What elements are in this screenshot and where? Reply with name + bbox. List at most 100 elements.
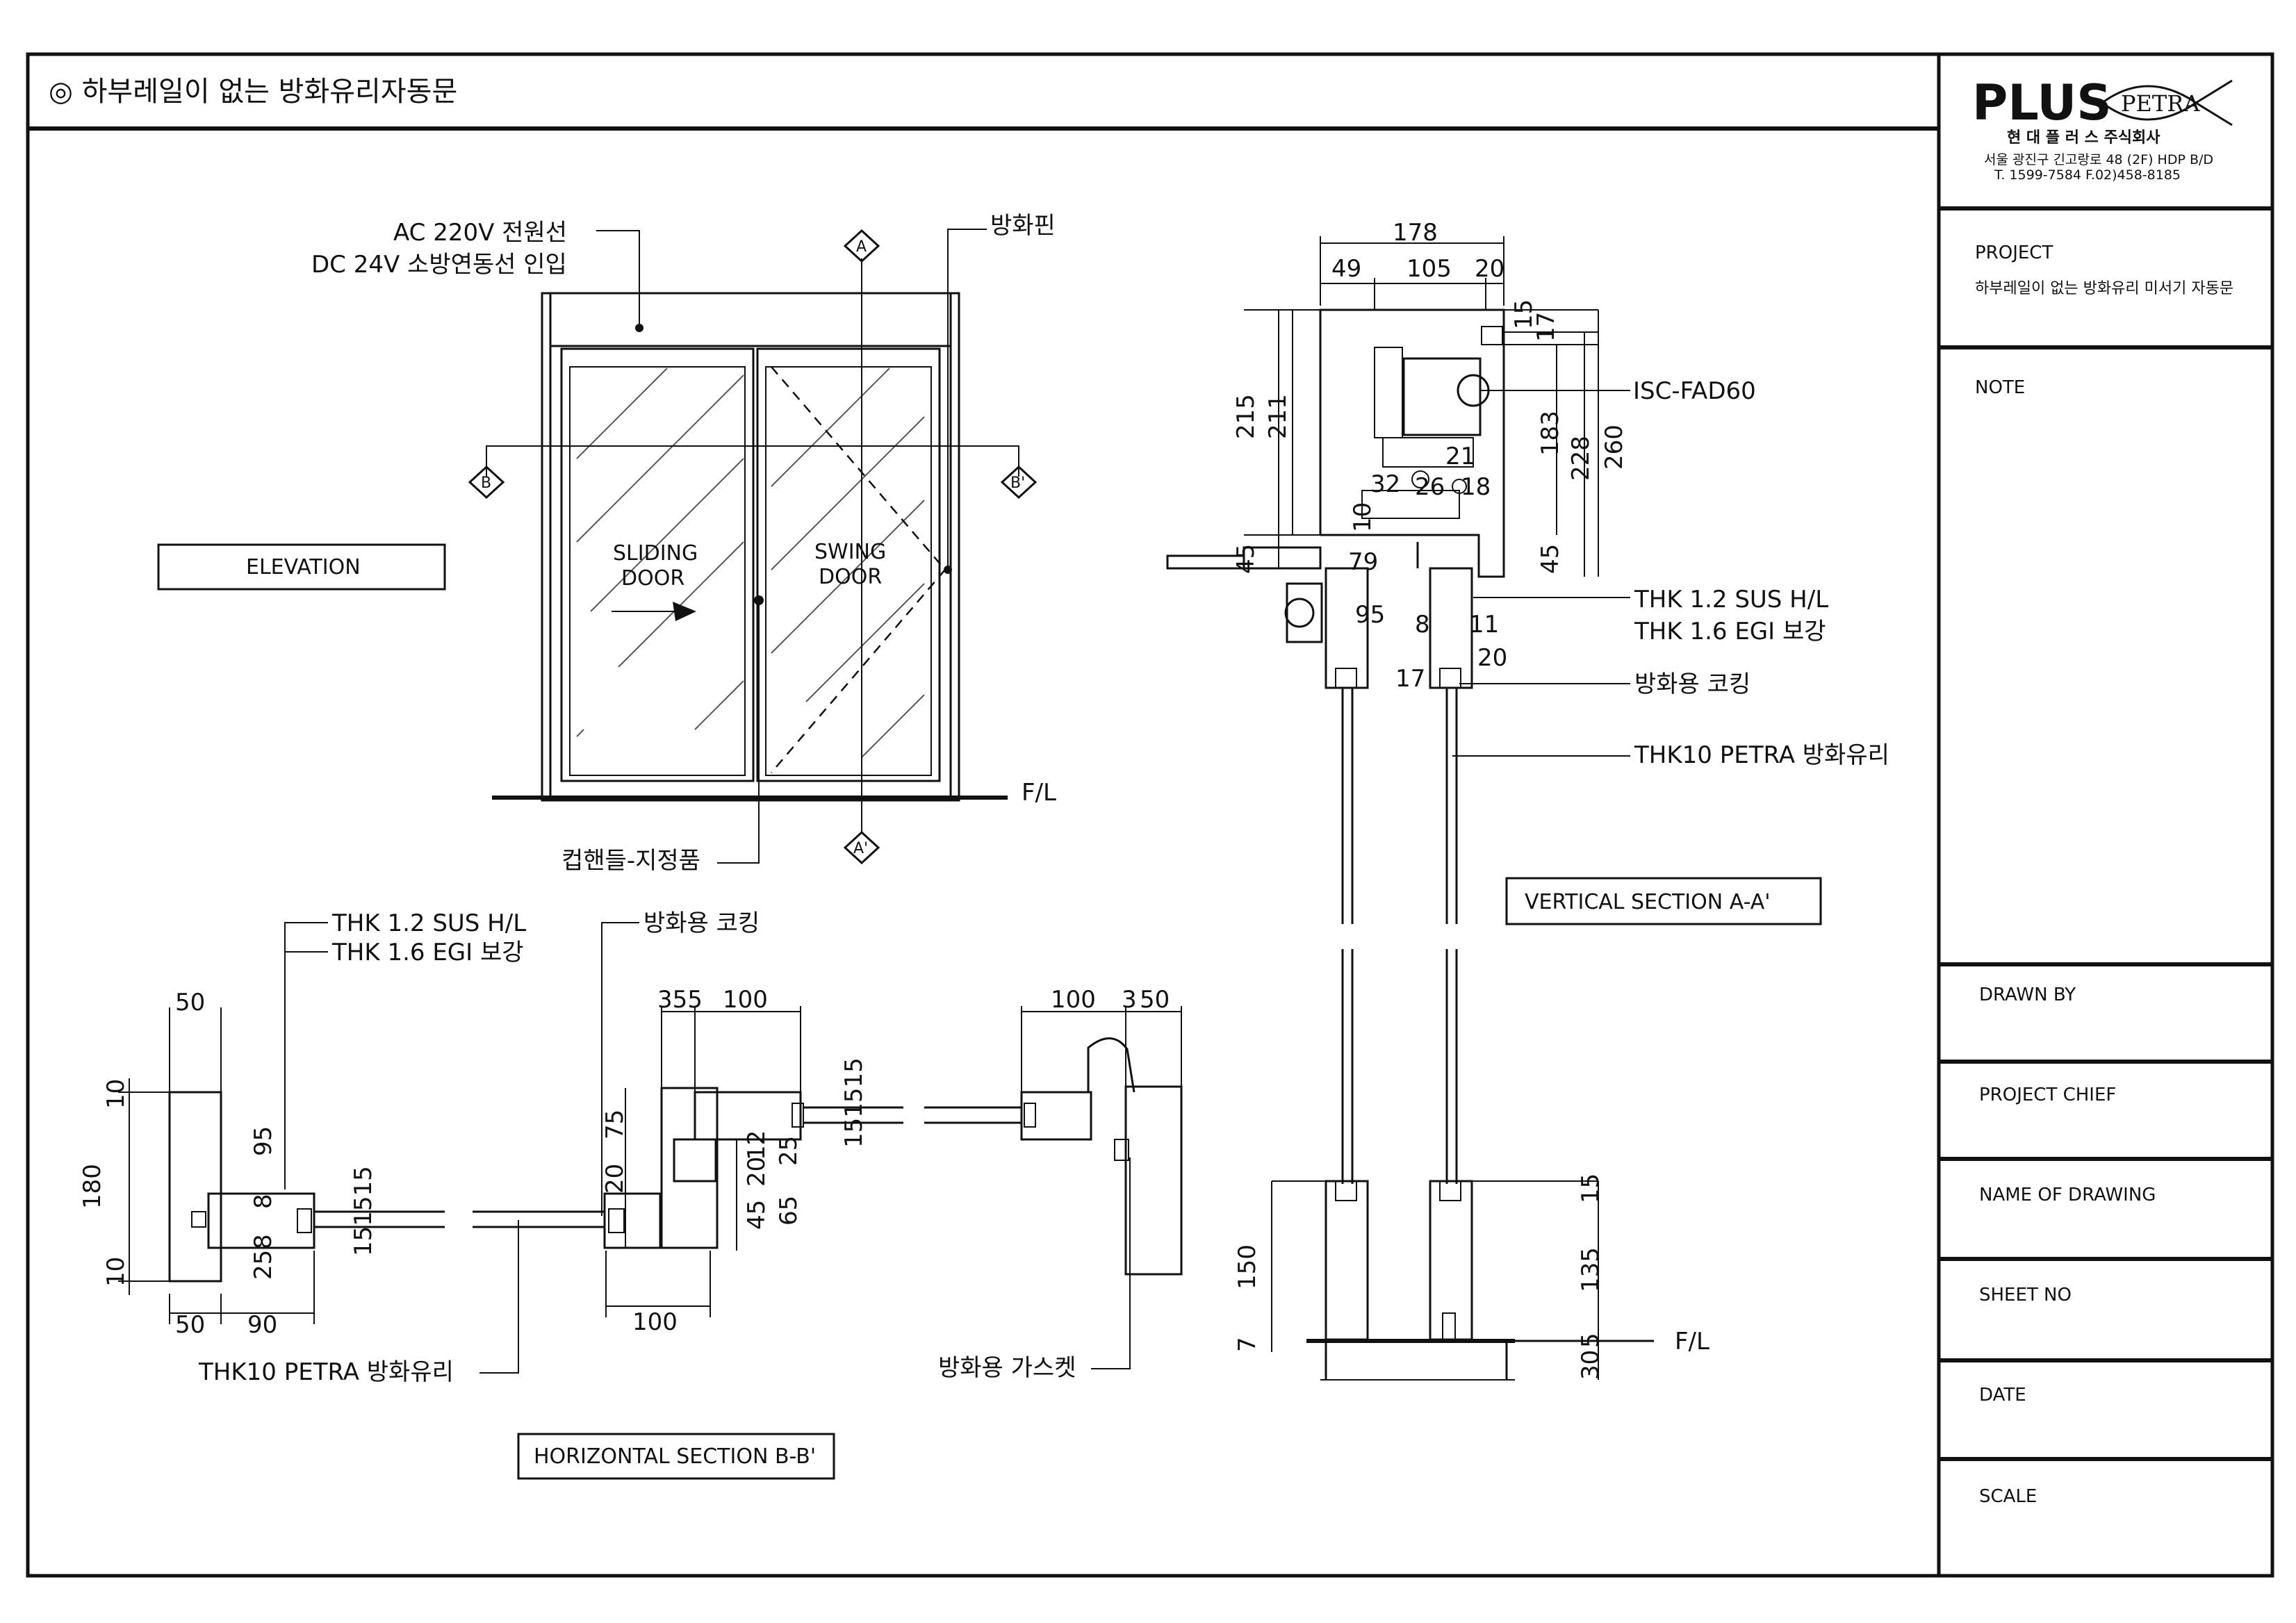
- vs-dim-105: 105: [1407, 255, 1452, 283]
- scale-label: SCALE: [1979, 1486, 2037, 1507]
- operator-model-note: ISC-FAD60: [1633, 377, 1756, 405]
- hs-dim-100b: 100: [632, 1308, 678, 1336]
- vs-dim-260: 260: [1600, 425, 1628, 470]
- vs-dim-18: 18: [1461, 473, 1491, 501]
- vs-dim-21: 21: [1445, 443, 1475, 470]
- vertical-section-view: F/L 178 49 105 20 215 211 45 15 17 183 2…: [1166, 219, 1889, 1381]
- vs-dim-8: 8: [1415, 611, 1430, 639]
- hs-dim-75: 75: [601, 1110, 629, 1139]
- hs-dim-50a: 50: [175, 989, 205, 1016]
- vertical-section-label: VERTICAL SECTION A-A': [1525, 890, 1771, 914]
- marker-a-text: A: [856, 238, 867, 256]
- hs-dim-20a: 20: [601, 1164, 629, 1194]
- vs-dim-178: 178: [1393, 219, 1438, 247]
- hs-dim-12: 12: [743, 1130, 771, 1160]
- hs-dim-95: 95: [249, 1126, 277, 1156]
- elevation-label: ELEVATION: [246, 555, 361, 579]
- vs-dim-228: 228: [1567, 436, 1595, 481]
- hs-dim-151515c: 151515: [840, 1057, 868, 1148]
- vs-dim-15a: 15: [1510, 299, 1538, 329]
- elevation-floor-level: F/L: [1022, 779, 1056, 807]
- elevation-view: F/L SLIDING DOOR SWING DOOR AC 220V 전원선 …: [157, 212, 1056, 875]
- marker-b-text: B: [481, 475, 491, 492]
- section-marker-b: [468, 465, 505, 500]
- hs-dim-25: 25: [249, 1250, 277, 1280]
- vs-dim-150: 150: [1233, 1244, 1261, 1290]
- vs-glass-note: THK10 PETRA 방화유리: [1634, 741, 1889, 769]
- vs-sus-note-2: THK 1.6 EGI 보강: [1634, 618, 1826, 645]
- company-name: 현 대 플 러 스 주식회사: [2007, 129, 2160, 147]
- section-marker-a: [843, 229, 880, 263]
- hs-dim-100a: 100: [723, 986, 768, 1014]
- section-marker-b-prime: [1000, 465, 1038, 500]
- vs-dim-20b: 20: [1477, 644, 1507, 672]
- fish-logo-icon: [2100, 79, 2233, 126]
- hs-dim-45: 45: [743, 1200, 771, 1230]
- project-label: PROJECT: [1975, 242, 2053, 263]
- hs-dim-8a: 8: [249, 1194, 277, 1209]
- vs-dim-17b: 17: [1395, 665, 1425, 693]
- vs-dim-15b: 15: [1577, 1173, 1605, 1203]
- vertical-section-label-box: [1505, 877, 1822, 925]
- marker-a-prime-text: A': [853, 840, 868, 857]
- hs-dim-65: 65: [775, 1196, 803, 1226]
- power-line-note-1: AC 220V 전원선: [393, 219, 567, 247]
- hs-dim-355: 355: [657, 986, 703, 1014]
- hs-dim-20b: 20: [743, 1157, 771, 1187]
- hs-dim-10b: 10: [102, 1257, 130, 1287]
- sliding-door-label-1: SLIDING: [613, 541, 698, 566]
- horizontal-section-view: 50 10 180 10 95 8 8 25 151515 50 90 355 …: [79, 909, 1183, 1480]
- hs-dim-90: 90: [247, 1311, 277, 1339]
- date-label: DATE: [1979, 1385, 2026, 1406]
- sheet-title: ◎ 하부레일이 없는 방화유리자동문: [49, 76, 457, 108]
- vs-dim-45b: 45: [1536, 544, 1564, 574]
- hs-dim-3: 3: [1122, 986, 1137, 1014]
- horizontal-section-label-box: [517, 1433, 835, 1480]
- sheet-border: [26, 52, 2274, 1578]
- sheet-no-label: SHEET NO: [1979, 1285, 2072, 1305]
- vs-dim-215: 215: [1232, 394, 1260, 439]
- swing-door-label-1: SWING: [814, 540, 886, 564]
- hs-sus-note-1: THK 1.2 SUS H/L: [331, 909, 526, 937]
- project-chief-label: PROJECT CHIEF: [1979, 1085, 2116, 1105]
- vs-dim-95: 95: [1355, 601, 1385, 629]
- hs-gasket-note: 방화용 가스켓: [938, 1354, 1076, 1382]
- hs-dim-151515a: 151515: [350, 1166, 377, 1256]
- hs-dim-25b: 25: [775, 1136, 803, 1166]
- vs-dim-5: 5: [1577, 1333, 1605, 1348]
- swing-door-label-2: DOOR: [819, 565, 882, 589]
- company-address: 서울 광진구 긴고랑로 48 (2F) HDP B/D: [1984, 152, 2213, 167]
- vs-dim-79: 79: [1348, 548, 1378, 576]
- vs-dim-26: 26: [1415, 473, 1445, 501]
- vs-dim-211: 211: [1264, 394, 1292, 439]
- hs-dim-180: 180: [79, 1164, 106, 1209]
- company-phone: T. 1599-7584 F.02)458-8185: [1994, 167, 2181, 183]
- drawn-by-label: DRAWN BY: [1979, 984, 2076, 1005]
- vs-dim-135: 135: [1577, 1247, 1605, 1292]
- hs-dim-50b: 50: [175, 1311, 205, 1339]
- hs-caulking-note: 방화용 코킹: [643, 909, 760, 937]
- logo-plus: PLUS: [1972, 74, 2112, 131]
- power-line-note-2: DC 24V 소방연동선 인입: [311, 251, 567, 279]
- marker-b-prime-text: B': [1010, 475, 1025, 492]
- vs-dim-45a: 45: [1232, 544, 1260, 574]
- vs-dim-11: 11: [1469, 611, 1499, 639]
- vs-dim-7: 7: [1233, 1337, 1261, 1352]
- vs-dim-32: 32: [1370, 470, 1400, 498]
- hs-dim-10a: 10: [102, 1079, 130, 1109]
- fire-pin-note: 방화핀: [990, 212, 1056, 240]
- name-of-drawing-label: NAME OF DRAWING: [1979, 1185, 2156, 1205]
- vertical-floor-level: F/L: [1675, 1328, 1709, 1356]
- vs-dim-20a: 20: [1475, 255, 1504, 283]
- vs-dim-10: 10: [1349, 502, 1377, 532]
- vs-dim-49: 49: [1331, 255, 1361, 283]
- hs-dim-100c: 100: [1051, 986, 1096, 1014]
- sliding-door-label-2: DOOR: [621, 566, 684, 591]
- vs-caulking-note: 방화용 코킹: [1634, 670, 1750, 698]
- hs-glass-note: THK10 PETRA 방화유리: [198, 1358, 454, 1386]
- vs-dim-17a: 17: [1532, 312, 1560, 342]
- elevation-label-box: [157, 543, 446, 591]
- hs-sus-note-2: THK 1.6 EGI 보강: [331, 939, 524, 966]
- logo-petra: PETRA: [2121, 90, 2200, 117]
